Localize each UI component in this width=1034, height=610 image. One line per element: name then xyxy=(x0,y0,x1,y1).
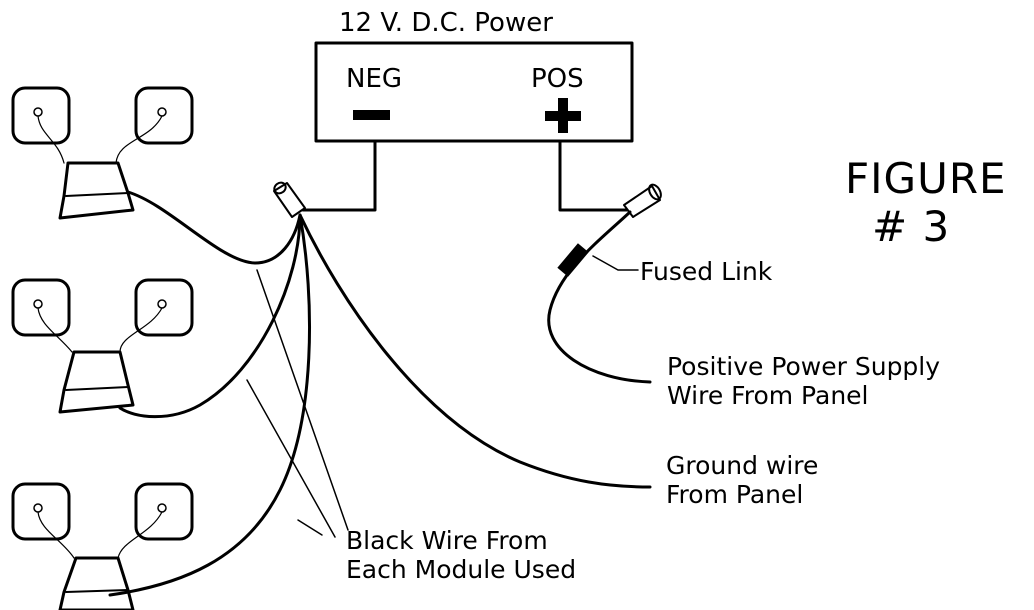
ground-wire-label: Ground wire From Panel xyxy=(666,451,819,510)
black-wire-module-2 xyxy=(118,213,302,419)
positive-supply-wire xyxy=(547,210,652,384)
module-1-right-pad xyxy=(134,86,194,145)
black-wire-label: Black Wire From Each Module Used xyxy=(346,526,577,585)
positive-wire-label-line1: Positive Power Supply xyxy=(667,352,941,381)
module-2 xyxy=(11,278,194,414)
module-1-left-pad xyxy=(11,86,71,145)
ground-wire-nut xyxy=(273,181,306,218)
positive-wire-label: Positive Power Supply Wire From Panel xyxy=(667,352,941,411)
fused-link-pointer xyxy=(592,255,639,271)
ground-wire-label-line1: Ground wire xyxy=(666,451,819,480)
black-wire-label-line2: Each Module Used xyxy=(346,554,577,584)
module-2-right-pad xyxy=(134,278,194,337)
module-3 xyxy=(11,482,194,610)
fused-link-label: Fused Link xyxy=(640,257,773,286)
plus-sign xyxy=(545,98,581,133)
minus-sign xyxy=(353,110,390,120)
pos-lead xyxy=(558,139,632,212)
fused-link xyxy=(557,243,589,277)
black-wire-module-3 xyxy=(108,213,312,597)
positive-wire-label-line2: Wire From Panel xyxy=(667,380,869,410)
black-wire-label-line1: Black Wire From xyxy=(346,526,548,555)
module-1 xyxy=(11,86,194,220)
black-wire-callouts xyxy=(246,269,349,538)
power-supply-title: 12 V. D.C. Power xyxy=(339,8,553,38)
black-wire-module-1 xyxy=(126,190,302,265)
pos-terminal-label: POS xyxy=(531,64,584,94)
ground-wire xyxy=(298,213,652,489)
module-3-left-pad xyxy=(11,482,71,541)
module-2-body xyxy=(58,350,135,414)
neg-terminal-label: NEG xyxy=(346,64,403,94)
figure-number: # 3 xyxy=(872,202,951,251)
figure-title: FIGURE xyxy=(845,154,1007,203)
module-2-left-pad xyxy=(11,278,71,337)
power-supply-box xyxy=(314,41,634,143)
module-3-body xyxy=(58,556,135,610)
ground-wire-label-line2: From Panel xyxy=(666,479,804,509)
neg-lead xyxy=(301,139,377,212)
module-3-right-pad xyxy=(134,482,194,541)
module-1-body xyxy=(58,161,135,220)
